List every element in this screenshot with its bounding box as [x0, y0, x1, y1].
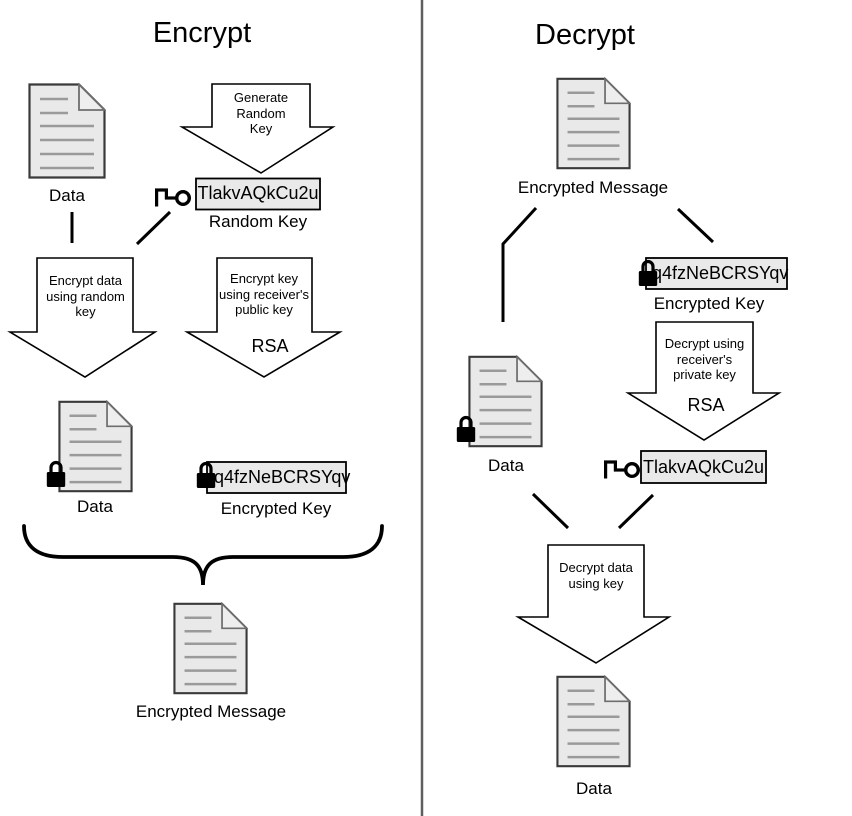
- decrypt-key-arrow: [625, 321, 782, 441]
- generate-random-key-arrow: [179, 83, 336, 174]
- encrypted-key-label: Encrypted Key: [220, 499, 332, 518]
- lock-icon: [46, 460, 66, 488]
- random-key-label: Random Key: [208, 212, 308, 231]
- key-icon: [153, 186, 192, 209]
- encrypted-key-value: q4fzNeBCRSYqv: [652, 263, 789, 283]
- random-key-value: TlakvAQkCu2u: [197, 183, 319, 203]
- encrypt-key-arrow-label: Encrypt key using receiver's public key: [219, 271, 309, 317]
- encrypt-data-arrow: [7, 257, 158, 378]
- encrypt-data-arrow-label: Encrypt data using random key: [46, 273, 125, 319]
- encrypted-key-box: [645, 257, 788, 290]
- document-icon: [556, 77, 631, 170]
- document-icon: [58, 400, 133, 493]
- encrypted-data-doc-label: Data: [77, 497, 113, 516]
- document-icon: [468, 355, 543, 448]
- decrypted-data-doc-label: Data: [488, 456, 524, 475]
- document-icon: [556, 675, 631, 768]
- generate-random-key-arrow-label: Generate Random Key: [233, 90, 289, 136]
- decrypt-data-arrow: [515, 544, 672, 664]
- key-icon: [602, 458, 640, 481]
- combine-brace: [22, 524, 384, 586]
- connector-line: [676, 207, 715, 244]
- document-icon: [28, 83, 106, 179]
- session-key-value: TlakvAQkCu2u: [642, 457, 765, 477]
- lock-icon: [196, 461, 216, 489]
- encrypted-key-value: q4fzNeBCRSYqv: [214, 467, 351, 487]
- connector-line: [135, 210, 172, 246]
- data-doc-label: Data: [49, 186, 85, 205]
- decrypt-key-arrow-label: Decrypt using receiver's private key: [664, 336, 745, 382]
- encrypted-message-doc-label: Encrypted Message: [517, 178, 669, 197]
- lock-icon: [456, 415, 476, 443]
- connector-line: [531, 492, 570, 530]
- encrypted-message-doc-label: Encrypted Message: [135, 702, 287, 721]
- data-doc-label: Data: [576, 779, 612, 798]
- encrypt-key-arrow: [184, 257, 343, 378]
- connector-line: [501, 206, 538, 322]
- encrypted-key-label: Encrypted Key: [653, 294, 765, 313]
- document-icon: [173, 602, 248, 695]
- decrypt-data-arrow-label: Decrypt data using key: [559, 560, 633, 591]
- rsa-label: RSA: [687, 395, 725, 415]
- encrypt-panel-title: Encrypt: [152, 17, 252, 49]
- session-key-box: [640, 450, 767, 484]
- random-key-box: [195, 177, 321, 211]
- decrypt-panel-title: Decrypt: [535, 19, 635, 51]
- rsa-label: RSA: [251, 336, 289, 356]
- connector-line: [617, 493, 655, 530]
